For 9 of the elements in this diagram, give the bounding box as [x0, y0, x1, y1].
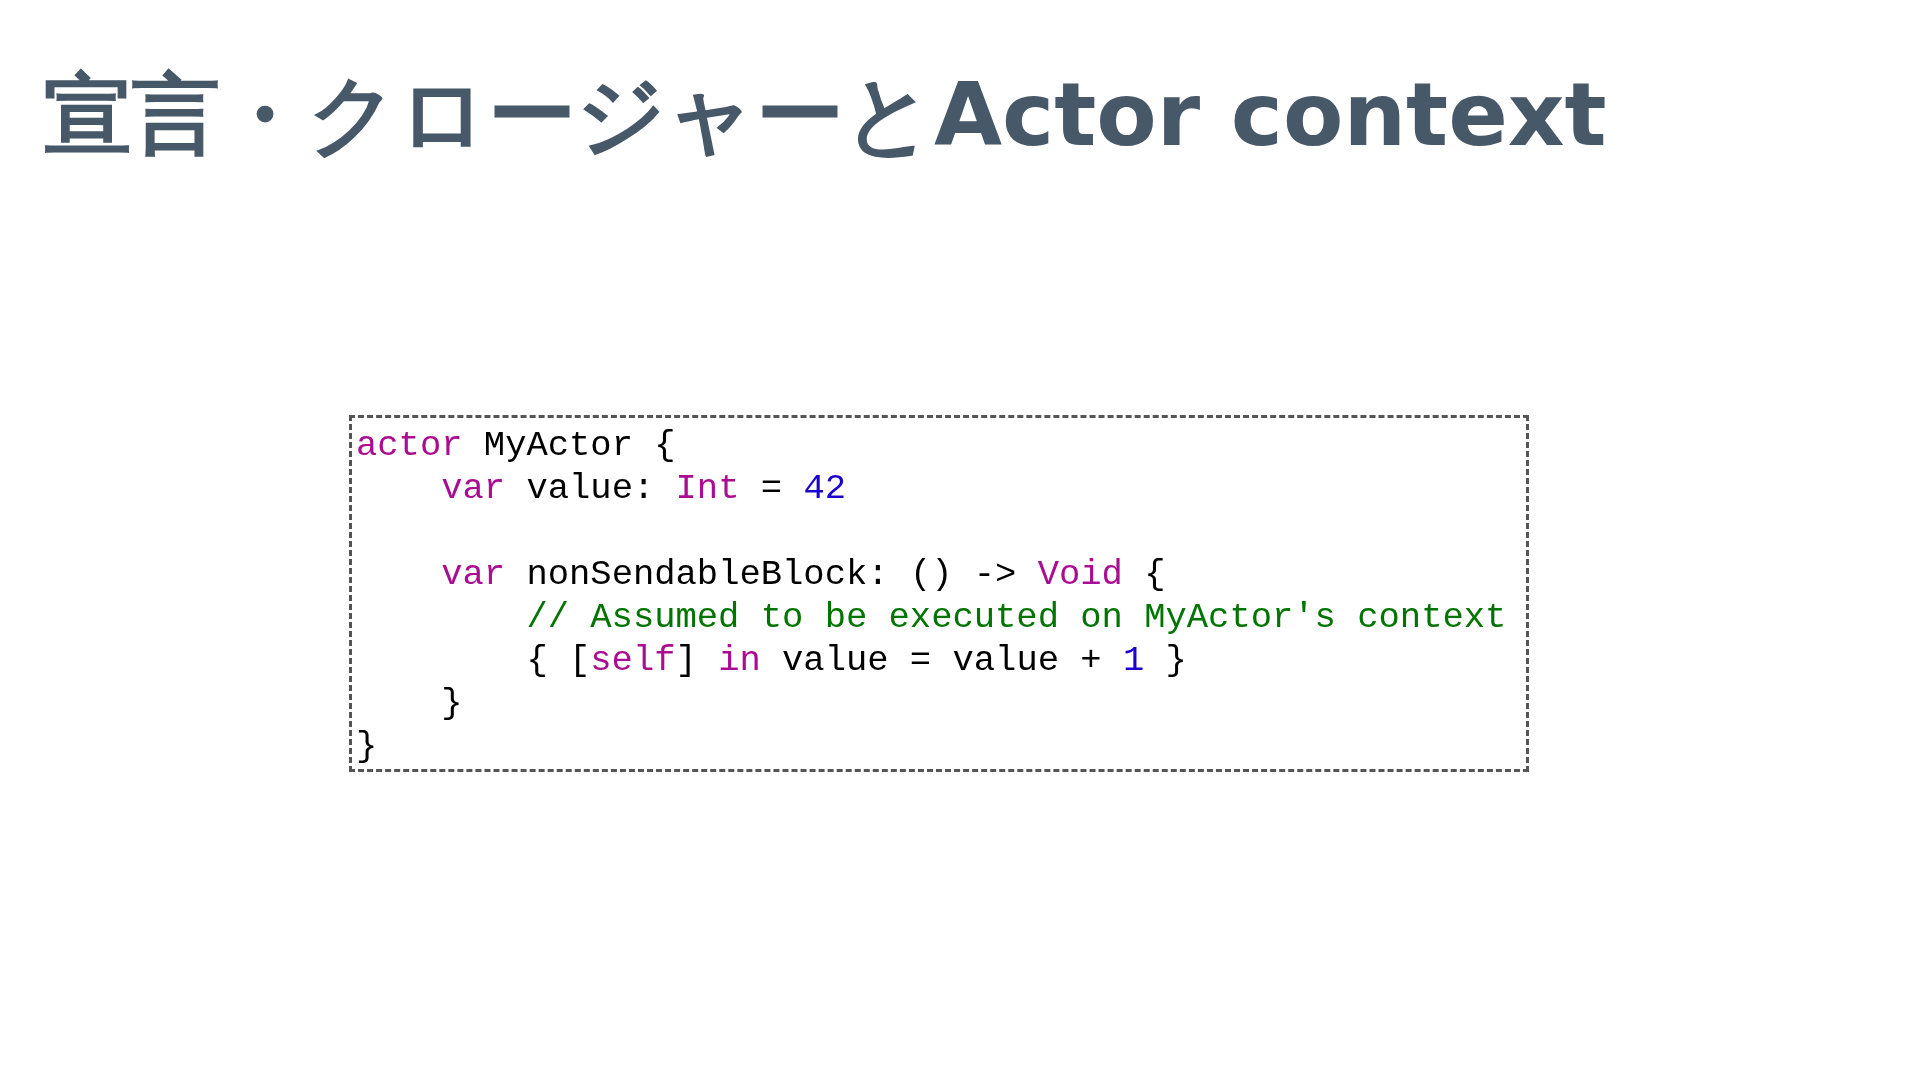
- code-line: var nonSendableBlock: () -> Void {: [441, 553, 1166, 596]
- code-line: var value: Int = 42: [441, 467, 846, 510]
- code-line: }: [356, 725, 378, 768]
- code-line: { [self] in value = value + 1 }: [526, 639, 1187, 682]
- code-line: actor MyActor {: [356, 424, 676, 467]
- slide-title: 宣言・クロージャーとActor context: [44, 62, 1607, 168]
- code-line: }: [441, 682, 463, 725]
- code-line: // Assumed to be executed on MyActor's context: [526, 596, 1507, 639]
- code-box: [349, 415, 1529, 772]
